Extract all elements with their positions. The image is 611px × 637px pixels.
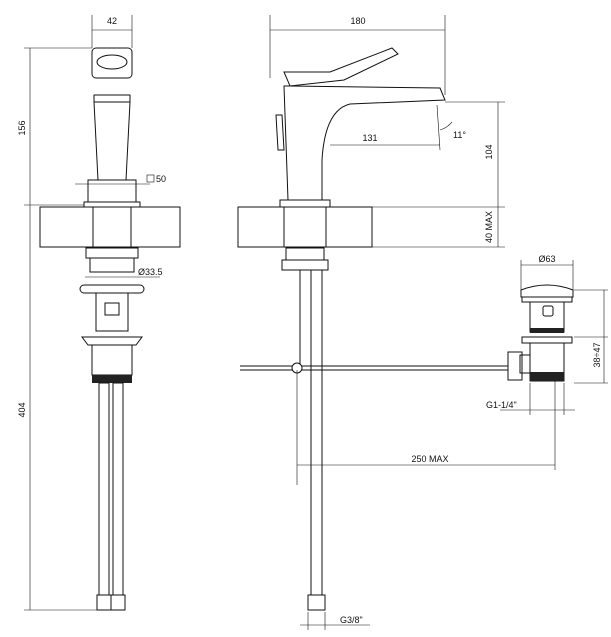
lever-recess — [96, 54, 128, 70]
fixing-shank — [89, 257, 135, 273]
waste-flange — [521, 336, 573, 344]
faucet-body-front — [93, 101, 131, 181]
faucet-base-front — [87, 179, 137, 203]
dim-square-base: 50 — [156, 174, 166, 184]
lever-handle-front — [91, 47, 133, 79]
dim-rod-length: 250 MAX — [411, 454, 448, 464]
dim-spout-height: 104 — [484, 144, 494, 159]
fixing-nut — [85, 247, 139, 259]
dim-hose-thread: G3/8" — [340, 615, 363, 625]
pull-rod-knob — [275, 114, 285, 151]
waste-body-front — [91, 344, 133, 376]
dim-height-body: 156 — [17, 120, 27, 135]
countertop-section-left — [39, 206, 181, 248]
mounting-hole-side — [283, 206, 327, 248]
dim-waste-diameter: Ø63 — [538, 254, 555, 264]
dim-spout-length: 180 — [350, 16, 365, 26]
dim-counter-thickness: 40 MAX — [484, 211, 494, 243]
angle-arc — [439, 121, 453, 131]
dim-hole-diameter: Ø33.5 — [138, 267, 163, 277]
fixing-washer-side — [281, 259, 329, 271]
waste-thread-front — [92, 375, 132, 383]
hose-fitting-hot — [96, 594, 112, 611]
dim-total-height: 404 — [17, 402, 27, 417]
faucet-body-side — [283, 85, 446, 201]
front-view: 42 156 404 50 Ø33.5 — [17, 15, 181, 611]
aerator-band — [93, 94, 131, 103]
waste-cap-rim — [521, 296, 573, 303]
dim-waste-range: 38÷47 — [592, 343, 602, 368]
hose-side — [310, 269, 323, 596]
spout-flow-line — [436, 104, 441, 151]
hose-fitting-side — [307, 594, 326, 611]
countertop-section-side — [237, 206, 373, 248]
square-symbol-icon — [146, 174, 155, 183]
dim-waste-thread: G1-1/4" — [486, 400, 517, 410]
dim-spout-angle: 11° — [453, 130, 466, 140]
dim-spout-reach: 131 — [362, 133, 377, 143]
hose-hot — [98, 382, 110, 596]
waste-cap — [520, 284, 574, 298]
fixing-nut-side — [285, 247, 325, 261]
waste-slot — [542, 305, 554, 317]
mounting-hole-left — [92, 206, 132, 248]
side-view: 180 131 11° 104 40 MAX 250 MAX G3/8" — [237, 15, 555, 630]
rod-connector — [507, 351, 523, 381]
waste-slot-front — [104, 302, 120, 316]
waste-flange-front — [81, 336, 143, 346]
waste-stem-front — [95, 292, 129, 332]
lever-handle-side — [283, 47, 399, 87]
waste-view: Ø63 38÷47 G1-1/4" — [486, 254, 608, 470]
base-plate-front — [83, 201, 141, 208]
dim-width-body: 42 — [107, 16, 117, 26]
hose-fitting-cold — [110, 594, 126, 611]
waste-cap-front — [79, 284, 145, 294]
rod-connector-sleeve — [519, 354, 531, 374]
base-plate-side — [279, 199, 331, 208]
waste-thread — [530, 372, 564, 381]
waste-stem-thread — [530, 328, 564, 333]
hose-cold — [112, 382, 124, 596]
